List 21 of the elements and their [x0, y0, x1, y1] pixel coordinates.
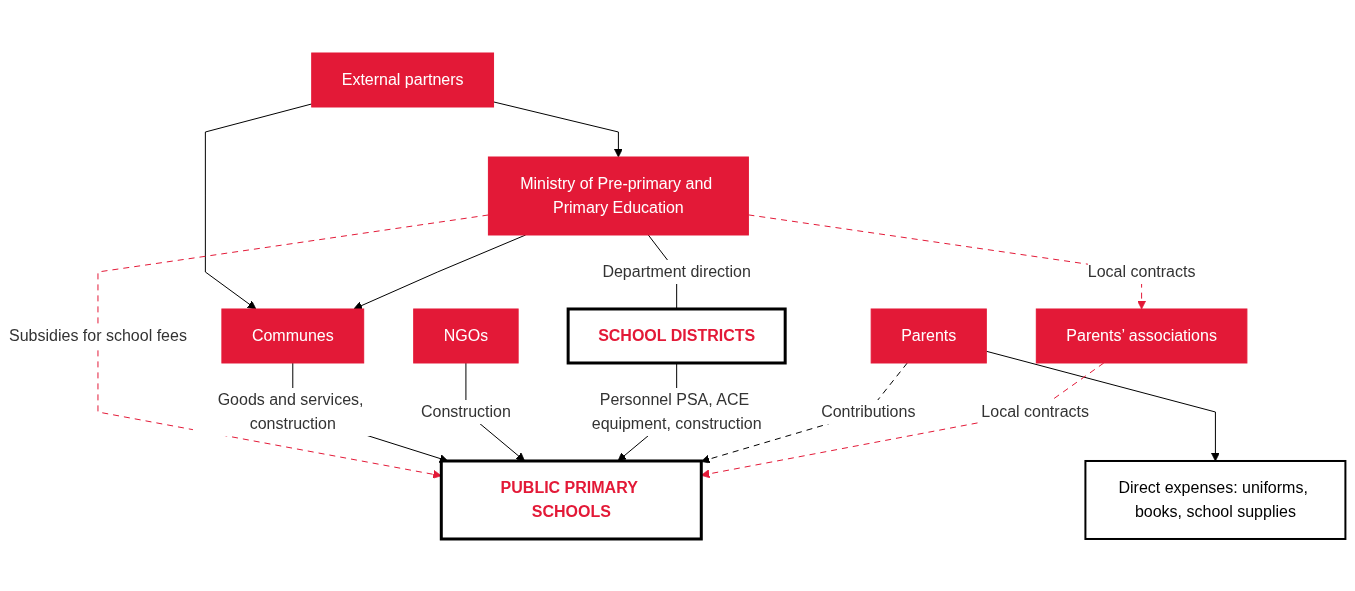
- node-box: Parents: [870, 308, 988, 363]
- edge-label: Contributions: [821, 402, 916, 420]
- edge-label: Construction: [421, 402, 512, 420]
- node-box: SCHOOL DISTRICTS: [566, 307, 787, 364]
- edge-label: Local contracts: [981, 402, 1090, 420]
- arrow: [97, 214, 490, 479]
- node-box: Parents’ associations: [1036, 308, 1248, 363]
- arrow: [493, 100, 624, 157]
- edge-label: Local contracts: [1088, 262, 1196, 280]
- edge-label: Goods and services, construction: [217, 390, 364, 432]
- edge-label: Department direction: [602, 262, 752, 280]
- node-box: NGOs: [413, 308, 519, 363]
- node-box: Ministry of Pre-primary and Primary Education: [488, 156, 750, 235]
- edge-label: Personnel PSA, ACE equipment, construction: [592, 390, 762, 432]
- node-box: Direct expenses: uniforms, books, school supplies: [1084, 459, 1347, 540]
- node-box: External partners: [311, 52, 495, 107]
- node-box: PUBLIC PRIMARY SCHOOLS: [440, 459, 704, 540]
- arrow: [986, 350, 1221, 461]
- node-box: Communes: [221, 308, 365, 363]
- edge-label: Subsidies for school fees: [9, 326, 188, 344]
- arrow: [205, 102, 313, 309]
